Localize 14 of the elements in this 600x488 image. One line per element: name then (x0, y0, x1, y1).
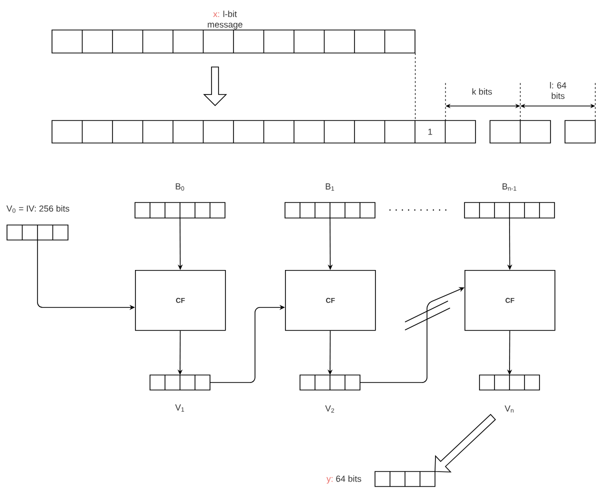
register-label: V$_{2}$ (325, 405, 334, 413)
dimension-label: k bits (472, 88, 492, 95)
register-label: y: 64 bits (326, 475, 362, 484)
dimension-label: l: 64 bits (550, 82, 566, 99)
arrow (360, 287, 464, 383)
bit-value: 1 (428, 128, 432, 135)
register-label: V$_{0}$ = IV: 256 bits (6, 205, 70, 213)
block-arrow (203, 66, 228, 106)
register-label: V$_{n}$ (504, 406, 514, 413)
register-label: V$_{1}$ (175, 404, 184, 412)
register-label: x: l-bit message (208, 10, 242, 30)
register-label: B$_{0}$ (176, 183, 184, 191)
register-label: B$_{n-1}$ (502, 183, 516, 191)
register-label: B$_{1}$ (326, 183, 334, 191)
